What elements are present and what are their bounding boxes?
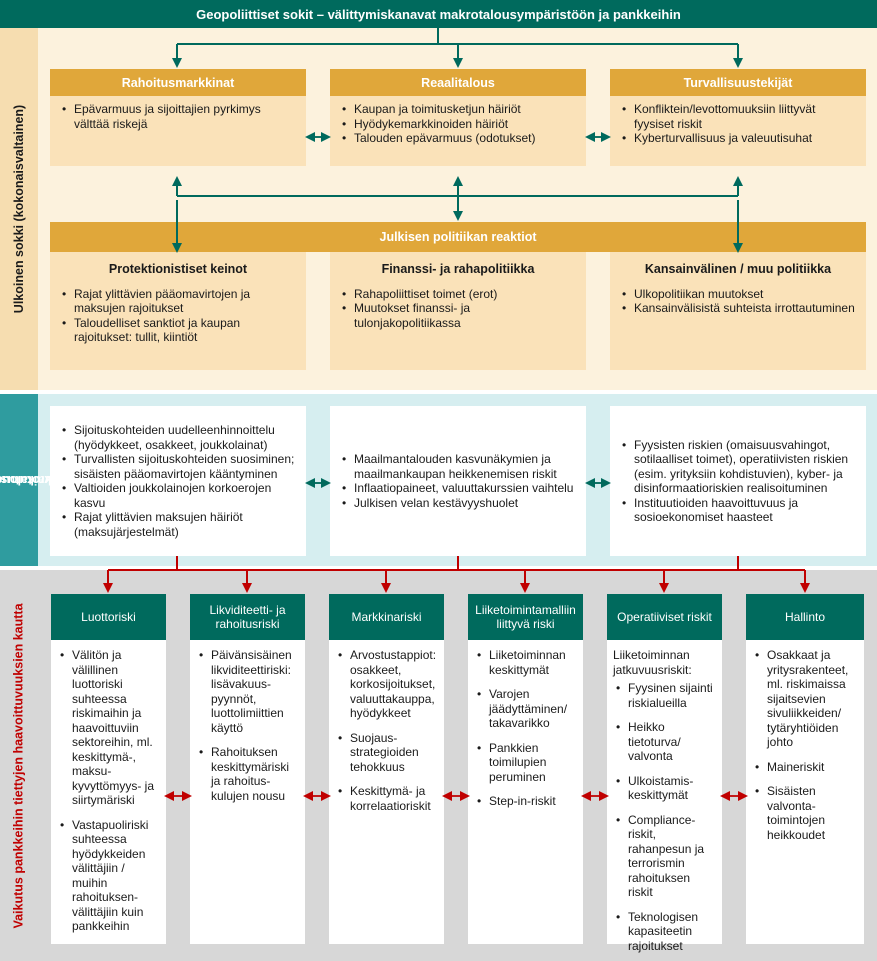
side-label-external-shock-text: Ulkoinen sokki (kokonaisvaltainen) [12,104,26,314]
channel-security: Turvallisuustekijät Konfliktein/levottom… [610,69,866,166]
bank-risk-item: Välitön ja välillinen luottoriski suhtee… [57,648,160,808]
bank-risk-item: Compliance-riskit, rahanpesun ja terrori… [613,813,716,900]
bank-risk-header: Luottoriski [51,594,166,640]
bank-risk-item: Step-in-riskit [474,794,577,809]
side-label-external-shock: Ulkoinen sokki (kokonaisvaltainen) [0,28,38,390]
bank-risk-item: Arvostustappiot: osakkeet, korkosijoituk… [335,648,438,721]
bank-risk-item: Suojaus-strategioiden tehokkuus [335,731,438,775]
macro-effect-real: Maailmantalouden kasvunäkymien ja maailm… [330,406,586,556]
diagram-title: Geopoliittiset sokit – välittymiskanavat… [0,0,877,28]
macro-item: Fyysisten riskien (omaisuusvahingot, sot… [618,438,858,496]
channel-body: Konfliktein/levottomuuksiin liittyvät fy… [610,96,866,166]
bank-risk-intro: Liiketoiminnan jatkuvuusriskit: [613,648,692,677]
policy-column-title: Kansainvälinen / muu politiikka [644,262,832,276]
bank-risk-body: Liiketoiminnan keskittymät Varojen jäädy… [468,640,583,944]
bank-risk-item: Liiketoiminnan keskittymät [474,648,577,677]
bank-risk-body: Arvostustappiot: osakkeet, korkosijoituk… [329,640,444,944]
bank-risk-header: Liiketoimintamalliin liittyvä riski [468,594,583,640]
bank-risk-business-model: Liiketoimintamalliin liittyvä riski Liik… [468,594,583,944]
side-label-macro-effect: Makrotaloudellinen vaikutus [0,394,69,566]
channel-item: Kyberturvallisuus ja valeuutisuhat [618,131,858,146]
channel-item: Kaupan ja toimitusketjun häiriöt [338,102,578,117]
channel-real-economy: Reaalitalous Kaupan ja toimitusketjun hä… [330,69,586,166]
bank-risk-item: Sisäisten valvonta-toimintojen heikkoude… [752,784,858,842]
policy-item: Ulkopolitiikan muutokset [618,287,858,302]
bank-risk-header: Likviditeetti- ja rahoitusriski [190,594,305,640]
channel-financial-markets: Rahoitusmarkkinat Epävarmuus ja sijoitta… [50,69,306,166]
bank-risk-item: Varojen jäädyttäminen/ takavarikko [474,687,577,731]
bank-risk-market: Markkinariski Arvostustappiot: osakkeet,… [329,594,444,944]
macro-item: Valtioiden joukkolainojen korkoerojen ka… [58,481,298,510]
bank-risk-item: Fyysinen sijainti riskialueilla [613,681,716,710]
channel-body: Epävarmuus ja sijoittajien pyrkimys vält… [50,96,306,166]
bank-risk-item: Teknologisen kapasiteetin rajoitukset [613,910,716,954]
policy-header: Julkisen politiikan reaktiot [379,230,537,244]
bank-risk-header: Markkinariski [329,594,444,640]
bank-risk-item: Rahoituksen keskittymäriski ja rahoitus-… [196,745,299,803]
bank-risk-body: Osakkaat ja yritysrakenteet, ml. riskima… [746,640,864,944]
bank-risk-item: Pankkien toimilupien peruminen [474,741,577,785]
macro-item: Julkisen velan kestävyyshuolet [338,496,578,511]
policy-item: Kansainvälisistä suhteista irrottautumin… [618,301,858,316]
bank-risk-item: Ulkoistamis-keskittymät [613,774,716,803]
channel-header: Reaalitalous [330,69,586,96]
bank-risk-header: Operatiiviset riskit [607,594,722,640]
policy-item: Rahapoliittiset toimet (erot) [338,287,578,302]
macro-effect-financial: Sijoituskohteiden uudelleenhinnoittelu (… [50,406,306,556]
side-label-bank-effect-text: Vaikutus pankkeihin tiettyjen haavoittuv… [12,602,26,929]
bank-risk-body: Päivänsisäinen likviditeettiriski: lisäv… [190,640,305,944]
macro-item: Inflaatiopaineet, valuuttakurssien vaiht… [338,481,578,496]
bank-risk-body: Liiketoiminnan jatkuvuusriskit: Fyysinen… [607,640,722,953]
bank-risk-item: Heikko tietoturva/ valvonta [613,720,716,764]
macro-item: Rajat ylittävien maksujen häiriöt (maksu… [58,510,298,539]
macro-item: Instituutioiden haavoittuvuus ja sosioek… [618,496,858,525]
side-label-macro-effect-text: Makrotaloudellinen vaikutus [0,423,69,537]
policy-column-title: Finanssi- ja rahapolitiikka [381,262,535,276]
policy-item: Muutokset finanssi- ja tulonjakopolitiik… [338,301,578,330]
macro-item: Turvallisten sijoituskohteiden suosimine… [58,452,298,481]
bank-risk-item: Maineriskit [752,760,858,775]
bank-risk-item: Päivänsisäinen likviditeettiriski: lisäv… [196,648,299,735]
channel-header: Rahoitusmarkkinat [50,69,306,96]
channel-item: Talouden epävarmuus (odotukset) [338,131,578,146]
channel-item: Epävarmuus ja sijoittajien pyrkimys vält… [58,102,298,131]
policy-international: Kansainvälinen / muu politiikka Ulkopoli… [610,252,866,370]
channel-item: Konfliktein/levottomuuksiin liittyvät fy… [618,102,858,131]
policy-fiscal-monetary: Finanssi- ja rahapolitiikka Rahapoliitti… [330,252,586,370]
bank-risk-governance: Hallinto Osakkaat ja yritysrakenteet, ml… [746,594,864,944]
side-label-bank-effect: Vaikutus pankkeihin tiettyjen haavoittuv… [0,570,38,961]
bank-risk-item: Vastapuoliriski suhteessa hyödykkeiden v… [57,818,160,934]
bank-risk-item: Keskittymä- ja korrelaatioriskit [335,784,438,813]
macro-effect-security: Fyysisten riskien (omaisuusvahingot, sot… [610,406,866,556]
channel-header: Turvallisuustekijät [610,69,866,96]
policy-column-title: Protektionistiset keinot [108,262,248,276]
bank-risk-credit: Luottoriski Välitön ja välillinen luotto… [51,594,166,944]
bank-risk-operational: Operatiiviset riskit Liiketoiminnan jatk… [607,594,722,953]
bank-risk-header: Hallinto [746,594,864,640]
policy-header-bar [50,222,866,252]
bank-risk-liquidity: Likviditeetti- ja rahoitusriski Päivänsi… [190,594,305,944]
channel-item: Hyödykemarkkinoiden häiriöt [338,117,578,132]
macro-item: Maailmantalouden kasvunäkymien ja maailm… [338,452,578,481]
policy-item: Taloudelliset sanktiot ja kaupan rajoitu… [58,316,298,345]
bank-risk-body: Välitön ja välillinen luottoriski suhtee… [51,640,166,944]
macro-item: Sijoituskohteiden uudelleenhinnoittelu (… [58,423,298,452]
policy-protectionist: Protektionistiset keinot Rajat ylittävie… [50,252,306,370]
channel-body: Kaupan ja toimitusketjun häiriöt Hyödyke… [330,96,586,166]
policy-item: Rajat ylittävien pääomavirtojen ja maksu… [58,287,298,316]
bank-risk-item: Osakkaat ja yritysrakenteet, ml. riskima… [752,648,858,750]
